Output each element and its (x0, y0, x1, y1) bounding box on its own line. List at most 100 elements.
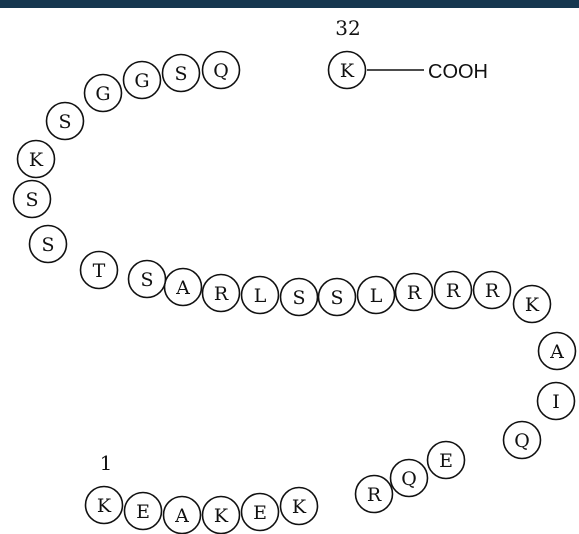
residue-22: A (163, 267, 203, 307)
residue-3: A (162, 495, 202, 534)
residue-letter: T (93, 260, 106, 282)
residue-circle (426, 440, 466, 480)
residue-30: G (122, 60, 162, 100)
residue-circle (28, 224, 68, 264)
residue-8: Q (389, 458, 429, 498)
residue-letter: K (340, 60, 355, 82)
residue-6: K (279, 486, 319, 526)
residue-circle (327, 50, 367, 90)
residue-14: R (472, 270, 512, 310)
residue-circle (472, 270, 512, 310)
residue-circle (537, 331, 577, 371)
residue-circle (536, 381, 576, 421)
residue-19: S (279, 277, 319, 317)
residue-letter: Q (401, 468, 417, 490)
residue-letter: R (214, 283, 229, 305)
residue-16: R (394, 272, 434, 312)
residue-circle (161, 53, 201, 93)
residue-circle (79, 250, 119, 290)
residue-letter: L (370, 285, 383, 307)
residue-circle (127, 259, 167, 299)
residue-17: L (356, 275, 396, 315)
residue-9: E (426, 440, 466, 480)
residue-18: S (317, 277, 357, 317)
residue-circle (12, 179, 52, 219)
residue-letter: G (134, 70, 149, 92)
residue-circle (45, 101, 85, 141)
residue-7: R (354, 474, 394, 514)
residue-letter: S (41, 234, 54, 256)
residue-letter: E (253, 502, 267, 524)
residue-circle (389, 458, 429, 498)
residue-21: R (201, 273, 241, 313)
residue-letter: S (292, 287, 305, 309)
residue-letter: E (439, 450, 453, 472)
residue-27: K (16, 139, 56, 179)
top-border (0, 0, 579, 8)
residue-circle (122, 60, 162, 100)
residue-circle (279, 277, 319, 317)
residue-circle (512, 284, 552, 324)
residue-letter: R (407, 282, 422, 304)
residue-31: S (161, 53, 201, 93)
residue-26: S (12, 179, 52, 219)
residue-circle (123, 491, 163, 531)
c-terminal-group: COOH (428, 61, 488, 83)
residue-circle (16, 139, 56, 179)
residue-32: Q (201, 50, 241, 90)
residue-13: K (512, 284, 552, 324)
residue-circle (201, 273, 241, 313)
residue-letter: S (174, 63, 187, 85)
residue-20: L (240, 275, 280, 315)
residue-circle (394, 272, 434, 312)
residue-circle (201, 50, 241, 90)
residue-letter: S (140, 269, 153, 291)
residue-letter: R (367, 484, 382, 506)
residue-letter: Q (213, 60, 229, 82)
residue-circle (433, 270, 473, 310)
residue-29: G (83, 73, 123, 113)
residue-letter: K (292, 496, 307, 518)
residue-5: E (240, 492, 280, 532)
residue-circle (279, 486, 319, 526)
residue-4: K (201, 495, 241, 534)
residue-24: T (79, 250, 119, 290)
residue-letter: K (29, 149, 44, 171)
residue-circle (240, 275, 280, 315)
residue-letter: K (97, 495, 112, 517)
residue-12: A (537, 331, 577, 371)
residue-letter: R (446, 280, 461, 302)
residue-33: K (327, 50, 367, 90)
residue-letter: S (58, 111, 71, 133)
residue-circle (83, 73, 123, 113)
residue-circle (84, 485, 124, 525)
residue-15: R (433, 270, 473, 310)
residue-2: E (123, 491, 163, 531)
c-terminal-number: 32 (335, 16, 360, 40)
n-terminal-number: 1 (100, 451, 113, 475)
residue-1: K (84, 485, 124, 525)
residue-10: Q (502, 420, 542, 460)
residue-letter: A (549, 341, 564, 363)
residue-circle (317, 277, 357, 317)
residue-letter: E (136, 501, 150, 523)
residue-letter: L (254, 285, 267, 307)
residue-23: S (127, 259, 167, 299)
residue-circle (356, 275, 396, 315)
residue-letter: A (175, 277, 190, 299)
residue-letter: R (485, 280, 500, 302)
residue-letter: G (95, 83, 110, 105)
residue-letter: A (174, 505, 189, 527)
residue-letter: K (525, 294, 540, 316)
residue-25: S (28, 224, 68, 264)
residue-letter: I (552, 391, 560, 413)
residue-28: S (45, 101, 85, 141)
residue-circle (354, 474, 394, 514)
residue-letter: S (25, 189, 38, 211)
residue-circle (502, 420, 542, 460)
residue-circle (240, 492, 280, 532)
residue-11: I (536, 381, 576, 421)
residue-letter: Q (514, 430, 530, 452)
